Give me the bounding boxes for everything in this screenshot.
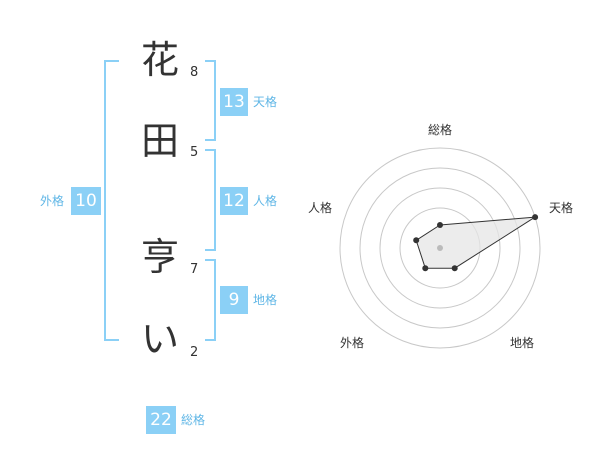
- soukaku-value: 22: [146, 406, 176, 434]
- tenkaku-value: 13: [220, 88, 248, 116]
- radar-point-4: [422, 265, 429, 272]
- name-char-4: い: [140, 317, 179, 361]
- bracket-tenkaku: [205, 60, 216, 141]
- jinkaku-value: 12: [220, 187, 248, 215]
- soukaku-label: 総格: [181, 413, 206, 427]
- bracket-chikaku: [205, 259, 216, 341]
- gaikaku-value: 10: [71, 187, 101, 215]
- name-char-1: 花: [140, 38, 179, 82]
- radar-ring-2: [379, 187, 501, 309]
- radar-point-5: [413, 237, 420, 244]
- jinkaku-label: 人格: [253, 194, 278, 208]
- radar-label-chikaku: 地格: [510, 336, 535, 350]
- radar-label-tenkaku: 天格: [549, 201, 574, 215]
- radar-center-dot: [437, 245, 443, 251]
- tenkaku-label: 天格: [253, 95, 278, 109]
- radar-ring-3: [359, 167, 521, 329]
- bracket-gaikaku: [104, 60, 119, 341]
- gaikaku-label: 外格: [40, 194, 65, 208]
- name-char-2: 田: [140, 119, 179, 163]
- name-char-3: 亨: [140, 235, 179, 279]
- radar-points: [413, 214, 539, 272]
- stroke-count-3: 7: [190, 262, 199, 277]
- radar-ring-4: [339, 147, 541, 349]
- stroke-count-4: 2: [190, 345, 199, 360]
- stroke-count-1: 8: [190, 65, 199, 80]
- radar-label-jinkaku: 人格: [308, 201, 333, 215]
- stroke-count-2: 5: [190, 145, 199, 160]
- chikaku-label: 地格: [253, 293, 278, 307]
- bracket-jinkaku: [205, 149, 216, 251]
- radar-label-soukaku: 総格: [428, 123, 453, 137]
- radar-label-gaikaku: 外格: [340, 336, 365, 350]
- chikaku-value: 9: [220, 286, 248, 314]
- radar-point-2: [532, 214, 539, 221]
- radar-point-3: [451, 265, 458, 272]
- radar-point-1: [437, 222, 443, 228]
- radar-polygon: [415, 216, 536, 269]
